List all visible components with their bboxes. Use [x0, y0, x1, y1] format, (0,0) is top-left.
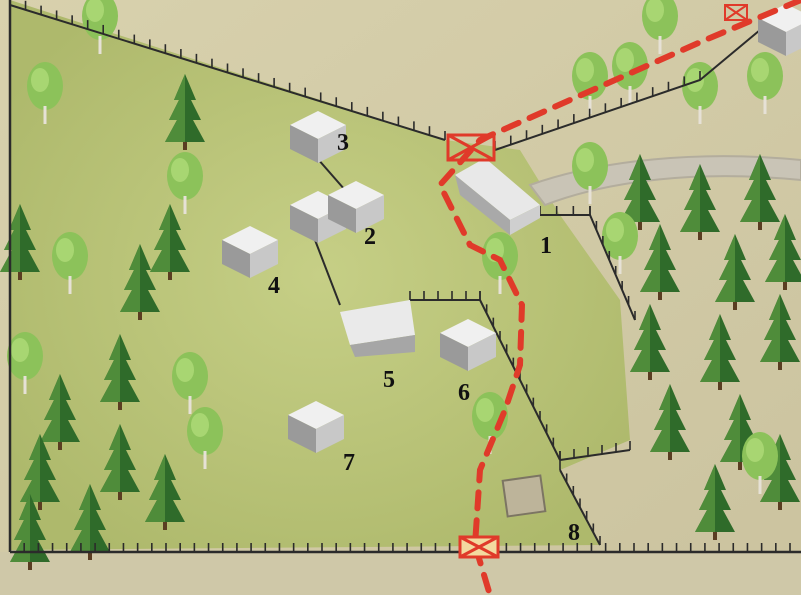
- gate-marker-north: [446, 133, 496, 162]
- label-1: 1: [540, 233, 552, 259]
- label-8: 8: [568, 520, 580, 546]
- label-5: 5: [383, 367, 395, 393]
- crossed-box-icon: [446, 133, 496, 162]
- label-2: 2: [364, 224, 376, 250]
- label-7: 7: [343, 450, 355, 476]
- crossed-box-icon: [458, 535, 500, 559]
- label-3: 3: [337, 130, 349, 156]
- bottom-ground: [0, 552, 801, 595]
- structure-8-frame: [501, 474, 547, 518]
- gate-marker-far: [724, 4, 748, 21]
- label-4: 4: [268, 273, 280, 299]
- building-1: [455, 158, 540, 235]
- fence-posts: [9, 0, 791, 552]
- route-path: [436, 0, 801, 595]
- building-5: [340, 300, 415, 357]
- label-6: 6: [458, 380, 470, 406]
- gate-marker-south: [458, 535, 500, 559]
